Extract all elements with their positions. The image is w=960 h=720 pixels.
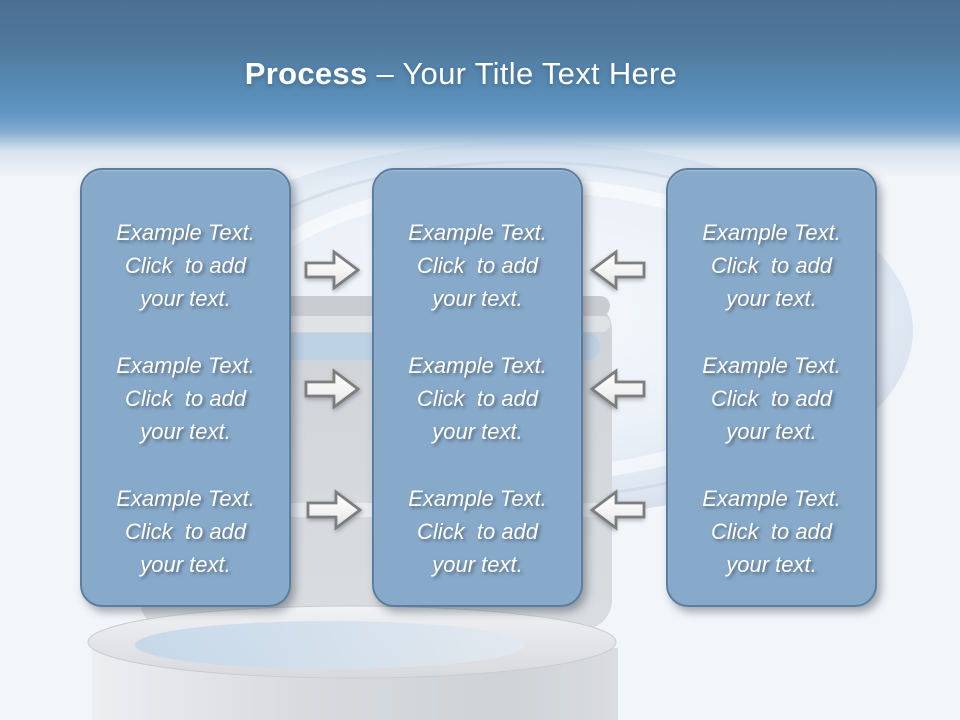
- placeholder-line: Click to add: [710, 253, 833, 278]
- placeholder-line: Example Text.: [116, 220, 255, 245]
- placeholder-line: Click to add: [416, 519, 539, 544]
- text-placeholder[interactable]: Example Text. Click to add your text.: [674, 349, 869, 448]
- placeholder-line: your text.: [726, 286, 817, 311]
- placeholder-line: Click to add: [124, 386, 247, 411]
- arrow-left-icon[interactable]: [590, 368, 646, 410]
- slide-title-keyword: Process: [244, 56, 368, 91]
- text-placeholder[interactable]: Example Text. Click to add your text.: [674, 482, 869, 581]
- placeholder-line: your text.: [140, 286, 231, 311]
- placeholder-line: Click to add: [124, 253, 247, 278]
- placeholder-line: Click to add: [416, 386, 539, 411]
- text-placeholder[interactable]: Example Text. Click to add your text.: [380, 349, 575, 448]
- placeholder-line: Example Text.: [702, 220, 841, 245]
- placeholder-line: your text.: [432, 419, 523, 444]
- placeholder-line: your text.: [432, 552, 523, 577]
- arrow-right-icon[interactable]: [304, 368, 360, 410]
- placeholder-line: Example Text.: [116, 353, 255, 378]
- text-placeholder[interactable]: Example Text. Click to add your text.: [88, 482, 283, 581]
- placeholder-line: Example Text.: [408, 220, 547, 245]
- text-placeholder[interactable]: Example Text. Click to add your text.: [674, 216, 869, 315]
- placeholder-line: your text.: [726, 419, 817, 444]
- placeholder-line: Example Text.: [116, 486, 255, 511]
- arrow-left-icon[interactable]: [590, 249, 646, 291]
- arrow-right-icon[interactable]: [306, 489, 362, 531]
- placeholder-line: Click to add: [416, 253, 539, 278]
- text-placeholder[interactable]: Example Text. Click to add your text.: [380, 216, 575, 315]
- slide-title-text: – Your Title Text Here: [376, 56, 678, 91]
- text-placeholder[interactable]: Example Text. Click to add your text.: [380, 482, 575, 581]
- placeholder-line: Example Text.: [408, 353, 547, 378]
- process-box-right[interactable]: Example Text. Click to add your text. Ex…: [666, 168, 877, 607]
- placeholder-line: Example Text.: [702, 353, 841, 378]
- placeholder-line: Example Text.: [408, 486, 547, 511]
- placeholder-line: your text.: [432, 286, 523, 311]
- placeholder-line: Click to add: [124, 519, 247, 544]
- placeholder-line: your text.: [140, 552, 231, 577]
- process-box-center[interactable]: Example Text. Click to add your text. Ex…: [372, 168, 583, 607]
- text-placeholder[interactable]: Example Text. Click to add your text.: [88, 216, 283, 315]
- slide-title[interactable]: Process– Your Title Text Here: [0, 56, 960, 92]
- placeholder-line: Click to add: [710, 519, 833, 544]
- process-box-left[interactable]: Example Text. Click to add your text. Ex…: [80, 168, 291, 607]
- text-placeholder[interactable]: Example Text. Click to add your text.: [88, 349, 283, 448]
- placeholder-line: Example Text.: [702, 486, 841, 511]
- placeholder-line: your text.: [140, 419, 231, 444]
- arrow-left-icon[interactable]: [590, 489, 646, 531]
- arrow-right-icon[interactable]: [304, 249, 360, 291]
- placeholder-line: your text.: [726, 552, 817, 577]
- placeholder-line: Click to add: [710, 386, 833, 411]
